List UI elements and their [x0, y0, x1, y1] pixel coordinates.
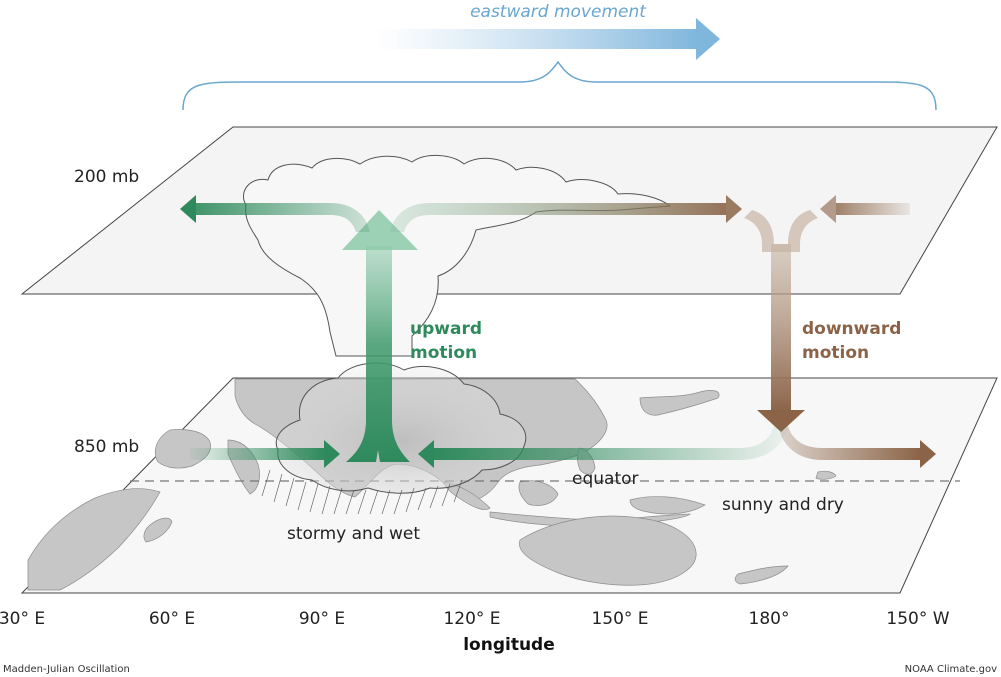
- upper-convergence-flow: [836, 203, 910, 215]
- longitude-axis: 30° E 60° E 90° E 120° E 150° E 180° 150…: [0, 609, 950, 655]
- eastward-movement-label: eastward movement: [470, 2, 647, 22]
- footer-title: Madden-Julian Oscillation: [3, 664, 130, 675]
- upward-arrow-head: [342, 210, 418, 250]
- new-zealand: [734, 565, 789, 585]
- lower-westerly-arrowhead: [324, 440, 340, 468]
- upper-eastward-flow: [390, 203, 726, 232]
- lower-easterly-inflow: [432, 426, 788, 460]
- downward-split-top: [744, 210, 818, 252]
- sumatra: [443, 481, 491, 510]
- eastward-movement-indicator: eastward movement: [182, 2, 937, 111]
- axis-tick-label: 120° E: [443, 609, 500, 629]
- rain-streaks: [261, 469, 463, 515]
- upward-motion-label-line1: upward: [410, 319, 482, 339]
- upper-level-flow: [180, 195, 910, 232]
- axis-tick-label: 30° E: [0, 609, 45, 629]
- axis-tick-label: 150° E: [591, 609, 648, 629]
- borneo: [518, 480, 559, 506]
- upper-westward-arrowhead: [180, 195, 196, 223]
- downward-arrow-shaft: [771, 244, 791, 412]
- downward-arrow-head: [757, 410, 805, 432]
- pacific-island: [815, 470, 837, 480]
- upper-level-label: 200 mb: [74, 167, 139, 187]
- new-guinea: [629, 496, 706, 515]
- axis-tick-label: 150° W: [886, 609, 949, 629]
- downward-motion-arrow: [744, 210, 818, 432]
- downward-motion-label-line2: motion: [802, 343, 869, 363]
- lower-westerly-inflow: [190, 448, 326, 460]
- upper-westward-flow: [196, 203, 370, 232]
- africa-landmass: [27, 488, 161, 591]
- madagascar: [143, 517, 173, 543]
- axis-title: longitude: [463, 635, 555, 655]
- lower-easterly-arrowhead: [418, 440, 434, 468]
- upper-eastward-arrowhead: [726, 195, 742, 223]
- lower-eastward-outflow: [780, 426, 920, 460]
- sunny-dry-label: sunny and dry: [722, 495, 844, 515]
- australia: [519, 515, 697, 586]
- upward-motion-arrow: [342, 210, 418, 462]
- axis-tick-label: 180°: [749, 609, 790, 629]
- footer-credit: NOAA Climate.gov: [905, 664, 997, 675]
- lower-level-label: 850 mb: [74, 437, 139, 457]
- axis-tick-label: 90° E: [299, 609, 345, 629]
- eastward-arrow-head: [696, 18, 720, 60]
- lower-level-flow: [190, 426, 936, 468]
- upper-convergence-arrowhead: [820, 195, 836, 223]
- eastward-arrow-shaft: [376, 29, 698, 49]
- downward-motion-label-line1: downward: [802, 319, 901, 339]
- equator-label: equator: [572, 469, 639, 489]
- japan: [639, 390, 720, 416]
- brace: [182, 60, 937, 111]
- upward-motion-label-line2: motion: [410, 343, 477, 363]
- axis-tick-label: 60° E: [149, 609, 195, 629]
- lower-eastward-arrowhead: [920, 440, 936, 468]
- stormy-wet-label: stormy and wet: [287, 524, 420, 544]
- upward-arrow-shaft: [346, 246, 410, 462]
